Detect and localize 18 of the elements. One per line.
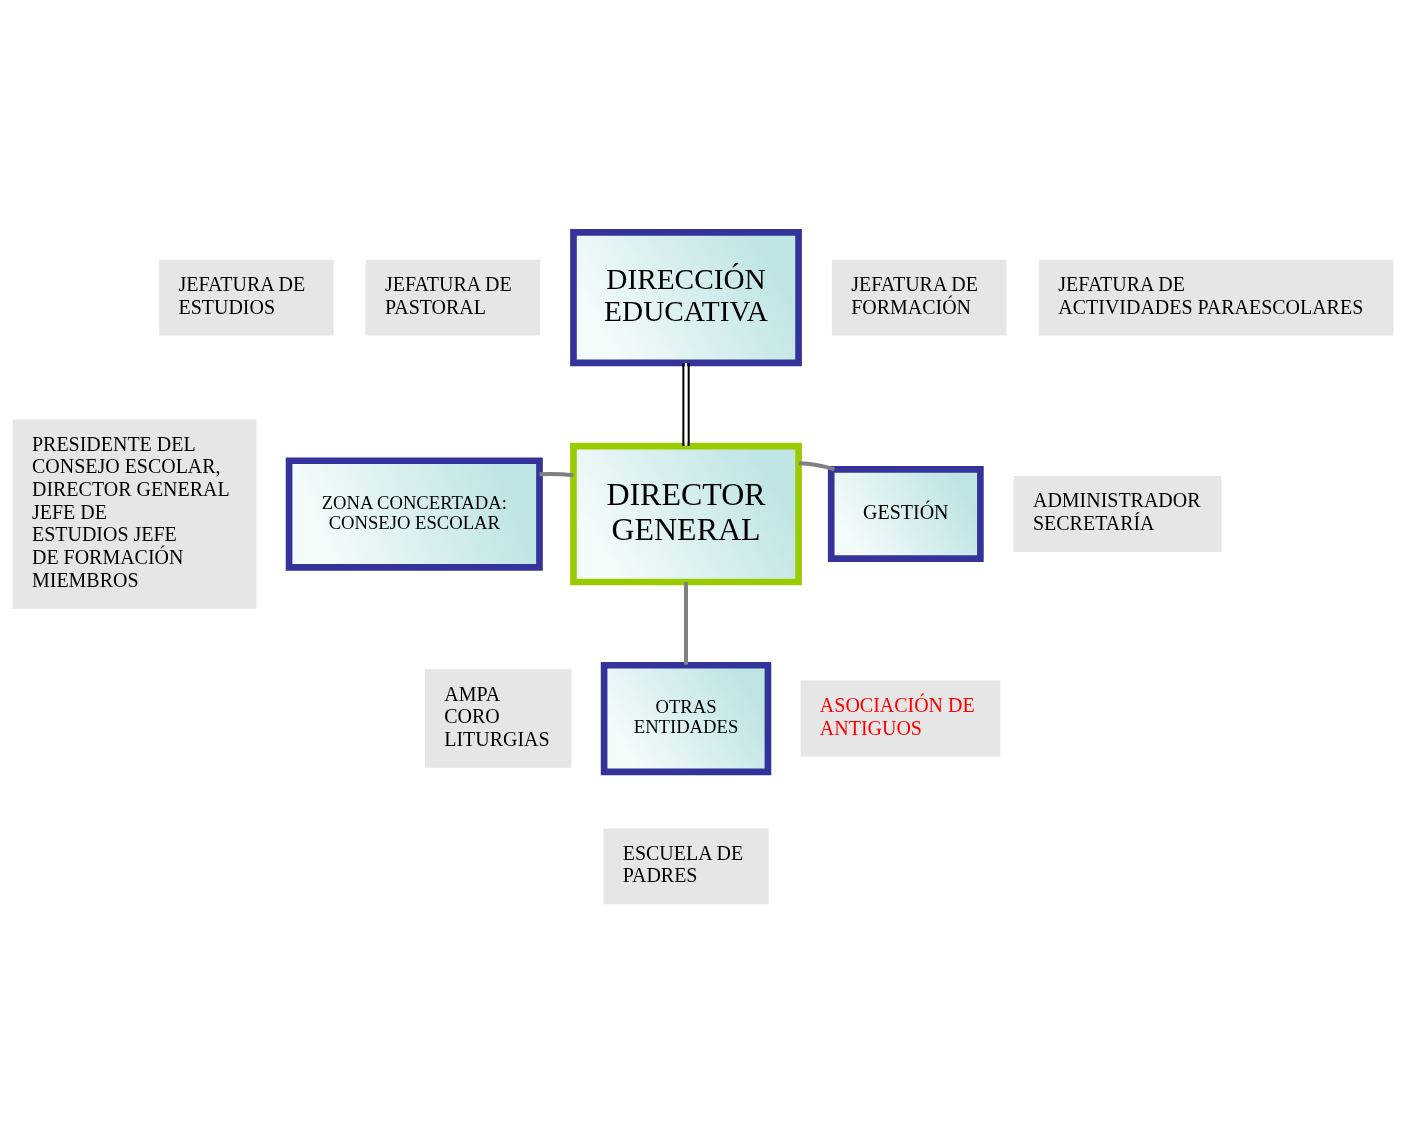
node-box: JEFATURA DE PASTORAL [365,259,541,336]
node-box: JEFATURA DE ACTIVIDADES PARAESCOLARES [1039,259,1394,336]
node-box: DIRECCIÓN EDUCATIVA [570,228,802,366]
node-box: OTRAS ENTIDADES [600,661,772,775]
node-box: JEFATURA DE ESTUDIOS [159,259,334,336]
node-box: ADMINISTRADOR SECRETARÍA [1013,475,1222,552]
connector [539,471,574,477]
connector [684,581,688,665]
connector [682,361,690,447]
node-box: ASOCIACIÓN DE ANTIGUOS [800,680,1001,756]
node-box: ZONA CONCERTADA: CONSEJO ESCOLAR [285,456,543,571]
node-box: GESTIÓN [827,465,984,562]
node-box: JEFATURA DE FORMACIÓN [831,259,1007,336]
node-box: AMPA CORO LITURGIAS [424,668,572,768]
node-box: ESCUELA DE PADRES [603,827,769,904]
node-box: DIRECTOR GENERAL [570,442,802,585]
connector [798,460,835,471]
node-box: PRESIDENTE DEL CONSEJO ESCOLAR, DIRECTOR GENERAL JEFE DE ESTUDIOS JEFE DE FORMACIÓN MIEMBROS [12,418,257,609]
